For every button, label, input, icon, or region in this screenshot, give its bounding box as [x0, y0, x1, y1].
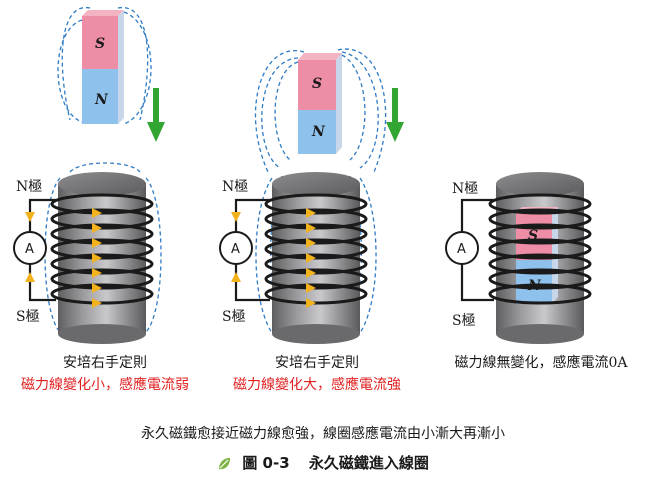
field-lines [254, 48, 387, 173]
wire-current-arrows [25, 212, 35, 282]
leaf-icon [217, 457, 231, 475]
coil [50, 193, 154, 305]
ammeter-icon: A [13, 231, 47, 265]
panel-3: S N A [445, 172, 592, 344]
wire-current-arrows [231, 212, 241, 282]
magnet-north-label: N [311, 124, 326, 140]
ammeter-icon: A [445, 231, 479, 265]
coil [488, 193, 592, 305]
ammeter-symbol: A [457, 242, 466, 257]
ammeter-symbol: A [231, 242, 240, 257]
magnet-north-label: N [94, 92, 109, 108]
panel-3-effect: 磁力線無變化，感應電流0A [454, 355, 628, 371]
down-arrow-icon [386, 88, 404, 142]
figure-caption: 圖 0-3 永久磁鐵進入線圈 [0, 452, 646, 475]
figure-title: 永久磁鐵進入線圈 [308, 454, 429, 472]
circuit-wires [460, 198, 494, 302]
ammeter-symbol: A [25, 242, 34, 257]
panel-2-effect: 磁力線變化大，感應電流強 [233, 377, 401, 393]
pole-top-label: N極 [16, 179, 43, 195]
summary-text: 永久磁鐵愈接近磁力線愈強，線圈感應電流由小漸大再漸小 [141, 426, 505, 442]
field-lines [57, 7, 152, 125]
coil [264, 193, 368, 305]
pole-bottom-label: S極 [452, 313, 476, 329]
panel-1: S N [13, 7, 165, 344]
pole-top-label: N極 [222, 179, 249, 195]
panel-2: S N [219, 48, 404, 344]
figure-number: 圖 0-3 [242, 454, 290, 472]
panel-1-effect: 磁力線變化小，感應電流弱 [21, 377, 189, 393]
magnet-south-label: S [528, 228, 538, 244]
pole-bottom-label: S極 [16, 309, 40, 325]
panel-2-rule: 安培右手定則 [275, 355, 359, 371]
ammeter-icon: A [219, 231, 253, 265]
panel-1-rule: 安培右手定則 [63, 355, 147, 371]
bar-magnet: S N [298, 53, 342, 154]
magnet-south-label: S [312, 76, 322, 92]
pole-bottom-label: S極 [222, 309, 246, 325]
down-arrow-icon [147, 88, 165, 142]
pole-top-label: N極 [452, 181, 479, 197]
magnet-south-label: S [95, 36, 105, 52]
bar-magnet: S N [82, 10, 124, 124]
